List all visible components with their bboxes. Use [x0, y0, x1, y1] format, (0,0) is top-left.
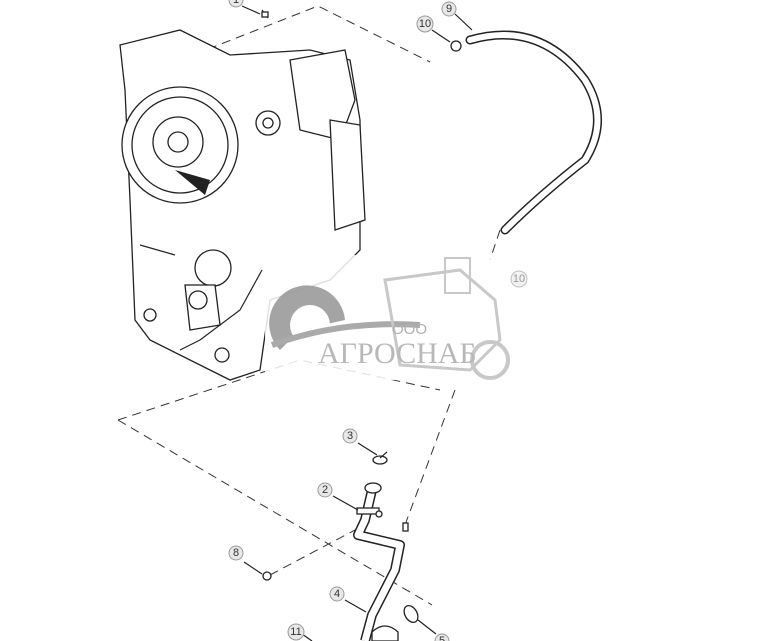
callout-2: 2 [317, 482, 333, 498]
callout-10-right: 10 [510, 270, 528, 288]
transmission-housing [119, 29, 366, 381]
svg-text:9: 9 [446, 3, 452, 15]
callout-1: 1 [228, 0, 244, 8]
svg-text:10: 10 [513, 273, 525, 285]
callout-11: 11 [287, 623, 305, 641]
callout-5: 5 [434, 633, 450, 641]
svg-text:5: 5 [439, 635, 445, 641]
svg-text:10: 10 [419, 18, 431, 30]
svg-text:3: 3 [347, 430, 353, 442]
filler-tube-assembly [261, 9, 419, 641]
callout-8: 8 [228, 545, 244, 561]
svg-text:АГРОСНАБ: АГРОСНАБ [318, 337, 477, 370]
callout-3: 3 [342, 428, 358, 444]
breather-hose [450, 30, 602, 235]
svg-text:11: 11 [290, 626, 301, 638]
leader-lines [241, 5, 473, 641]
svg-text:ООО: ООО [392, 321, 427, 338]
callout-9: 9 [441, 1, 457, 17]
svg-text:1: 1 [233, 0, 239, 6]
callout-10-top: 10 [416, 15, 434, 33]
agrosnab-watermark-logo: ООО АГРОСНАБ [265, 255, 535, 380]
svg-text:2: 2 [322, 484, 328, 496]
svg-text:4: 4 [334, 588, 340, 600]
callout-4: 4 [329, 586, 345, 602]
svg-text:8: 8 [233, 547, 239, 559]
